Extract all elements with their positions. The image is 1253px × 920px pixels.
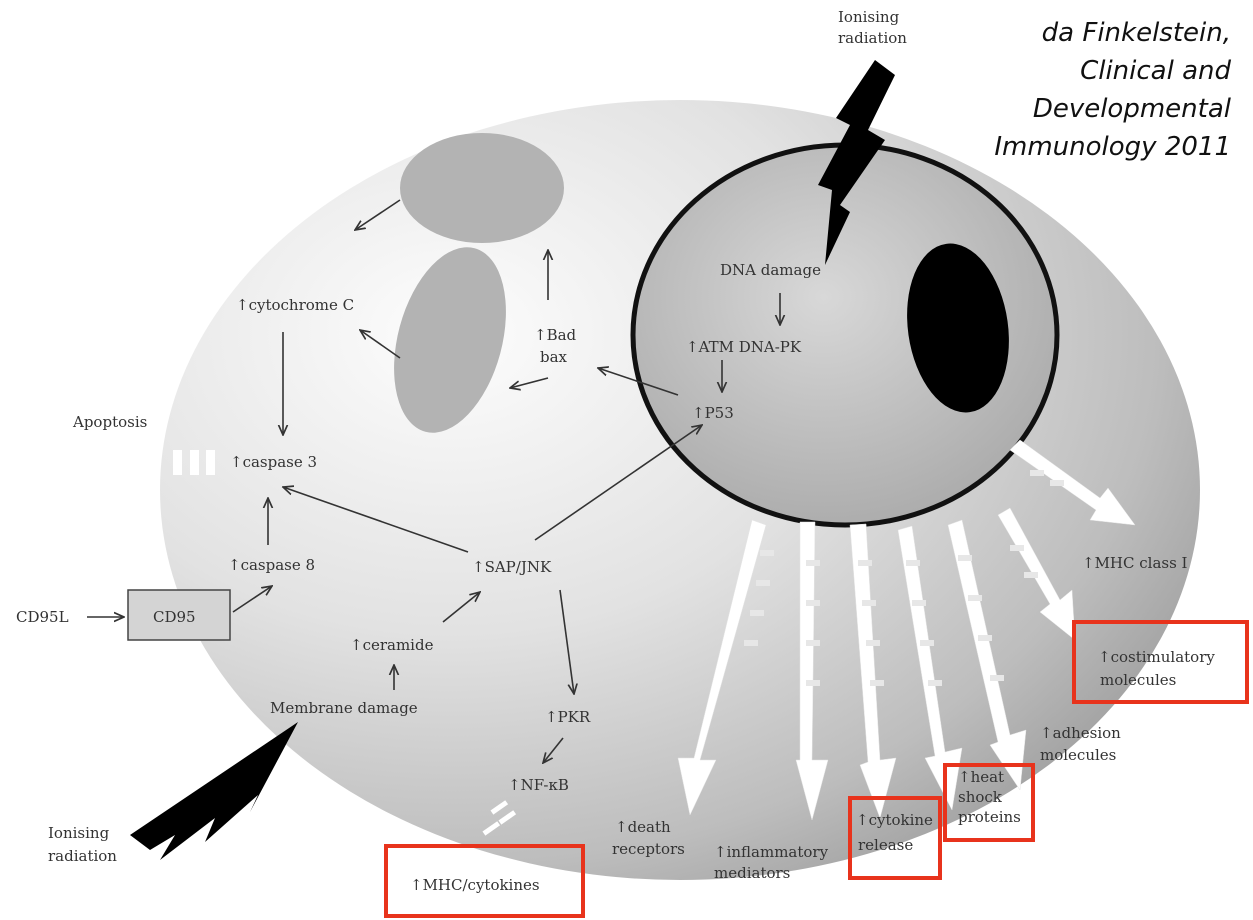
cytokine-release-line2: release <box>858 836 913 854</box>
mitochondrion-upper <box>400 133 564 243</box>
apoptosis-dash <box>173 450 215 475</box>
death-receptors-line1: ↑death <box>615 818 671 836</box>
atm-label: ↑ATM DNA-PK <box>686 338 802 356</box>
costimulatory-line2: molecules <box>1100 671 1176 689</box>
adhesion-line2: molecules <box>1040 746 1116 764</box>
bad-label: ↑Bad <box>534 326 577 344</box>
ionising-top-line1: Ionising <box>838 8 900 26</box>
mhc-class-label: ↑MHC class I <box>1082 554 1188 572</box>
cd95l-label: CD95L <box>16 608 69 626</box>
bax-label: bax <box>540 348 568 366</box>
inflammatory-line1: ↑inflammatory <box>714 843 829 861</box>
ionising-bottom-line1: Ionising <box>48 824 110 842</box>
membrane-damage-label: Membrane damage <box>270 699 418 717</box>
ionising-bottom-line2: radiation <box>48 847 117 865</box>
caspase8-label: ↑caspase 8 <box>228 556 315 574</box>
dna-damage-label: DNA damage <box>720 261 821 279</box>
apoptosis-label: Apoptosis <box>72 413 147 431</box>
sap-jnk-label: ↑SAP/JNK <box>472 558 552 576</box>
nfkb-label: ↑NF-κB <box>508 776 569 794</box>
adhesion-line1: ↑adhesion <box>1040 724 1121 742</box>
lightning-bolt-bottom-icon <box>130 722 298 860</box>
heat-shock-line3: proteins <box>958 808 1021 826</box>
cd95-label: CD95 <box>153 608 196 626</box>
mhc-cytokines-label: ↑MHC/cytokines <box>410 876 540 894</box>
heat-shock-line1: ↑heat <box>958 768 1004 786</box>
ionising-top-line2: radiation <box>838 29 907 47</box>
inflammatory-line2: mediators <box>714 864 790 882</box>
cytochrome-label: ↑cytochrome C <box>236 296 354 314</box>
caspase3-label: ↑caspase 3 <box>230 453 317 471</box>
p53-label: ↑P53 <box>692 404 734 422</box>
costimulatory-line1: ↑costimulatory <box>1098 648 1215 666</box>
cytokine-release-line1: ↑cytokine <box>856 811 933 829</box>
death-receptors-line2: receptors <box>612 840 685 858</box>
ceramide-label: ↑ceramide <box>350 636 434 654</box>
heat-shock-line2: shock <box>958 788 1003 806</box>
pkr-label: ↑PKR <box>545 708 591 726</box>
